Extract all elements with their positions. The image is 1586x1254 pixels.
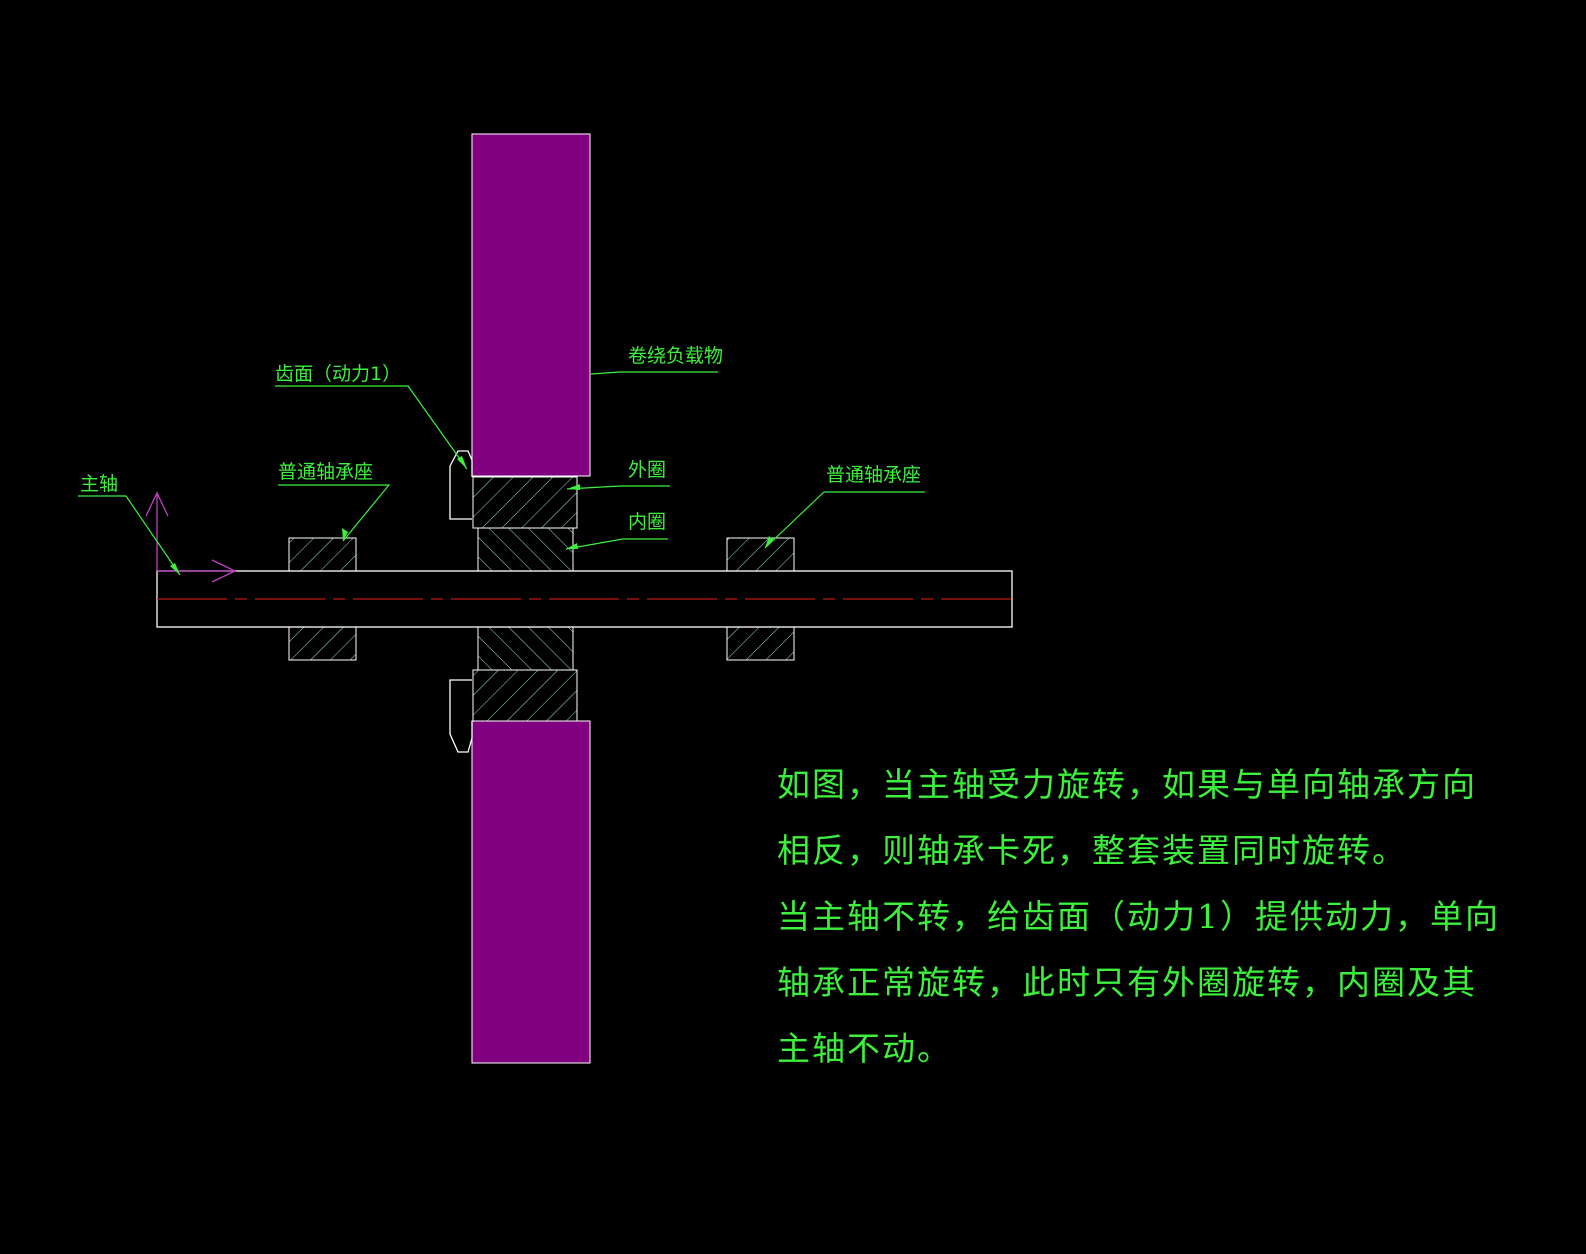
inner-ring-top (477, 527, 574, 572)
description-line: 当主轴不转，给齿面（动力1）提供动力，单向 (777, 897, 1500, 936)
winding-load-bottom (471, 720, 591, 1064)
description-line: 轴承正常旋转，此时只有外圈旋转，内圈及其 (777, 963, 1477, 1002)
bearing-seat-left-top (288, 537, 357, 572)
inner-ring-bottom (477, 626, 574, 671)
label-winding-load: 卷绕负载物 (628, 345, 723, 367)
tooth-face-top (449, 450, 473, 520)
leader-lines (78, 371, 925, 576)
description-text: 如图，当主轴受力旋转，如果与单向轴承方向 相反，则轴承卡死，整套装置同时旋转。 … (777, 752, 1500, 1082)
label-main-shaft: 主轴 (80, 473, 118, 495)
bearing-seat-right-bottom (726, 626, 795, 661)
outer-ring-top (472, 476, 578, 529)
label-tooth-face: 齿面（动力1） (275, 363, 401, 385)
description-line: 相反，则轴承卡死，整套装置同时旋转。 (777, 831, 1407, 870)
label-inner-ring: 内圈 (628, 511, 666, 533)
label-outer-ring: 外圈 (628, 459, 666, 481)
bearing-seat-right-top (726, 537, 795, 572)
description-line: 如图，当主轴受力旋转，如果与单向轴承方向 (777, 765, 1477, 804)
tooth-face-bottom (449, 679, 473, 753)
outer-ring-bottom (472, 669, 578, 722)
ucs-axis-icon (145, 491, 237, 583)
label-bearing-seat-right: 普通轴承座 (826, 464, 921, 486)
description-line: 主轴不动。 (777, 1029, 952, 1068)
winding-load-top (471, 133, 591, 477)
label-bearing-seat-left: 普通轴承座 (278, 461, 373, 483)
bearing-seat-left-bottom (288, 626, 357, 661)
